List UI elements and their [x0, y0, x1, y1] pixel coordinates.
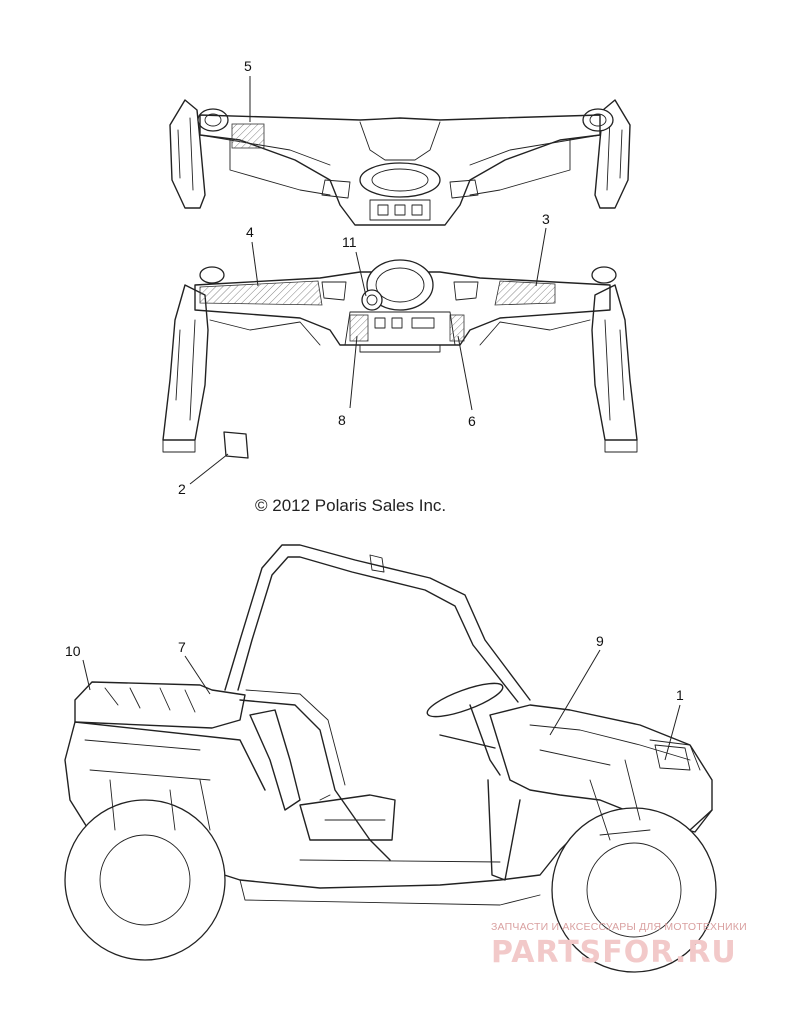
callout-7: 7: [178, 639, 186, 655]
callout-1: 1: [676, 687, 684, 703]
watermark-tagline: ЗАПЧАСТИ И АКСЕССУАРЫ ДЛЯ МОТОТЕХНИКИ: [491, 921, 747, 933]
dashboard-top-view: [169, 99, 631, 226]
callout-labels: 5 4 3 11 8 6 2 10 7 9 1: [65, 58, 684, 703]
vehicle-side-view: [64, 544, 717, 973]
watermark-brand: PARTSFOR.RU: [491, 935, 737, 970]
callout-6: 6: [468, 413, 476, 429]
callout-4: 4: [246, 224, 254, 240]
callout-11: 11: [342, 234, 357, 250]
callout-5: 5: [244, 58, 252, 74]
watermark: ЗАПЧАСТИ И АКСЕССУАРЫ ДЛЯ МОТОТЕХНИКИ PA…: [491, 921, 747, 970]
copyright-notice: © 2012 Polaris Sales Inc.: [255, 496, 446, 515]
callout-10: 10: [65, 643, 81, 659]
dashboard-front-view: [162, 259, 638, 459]
callout-leaders: [82, 76, 681, 761]
callout-8: 8: [338, 412, 346, 428]
callout-3: 3: [542, 211, 550, 227]
callout-9: 9: [596, 633, 604, 649]
callout-2: 2: [178, 481, 186, 497]
